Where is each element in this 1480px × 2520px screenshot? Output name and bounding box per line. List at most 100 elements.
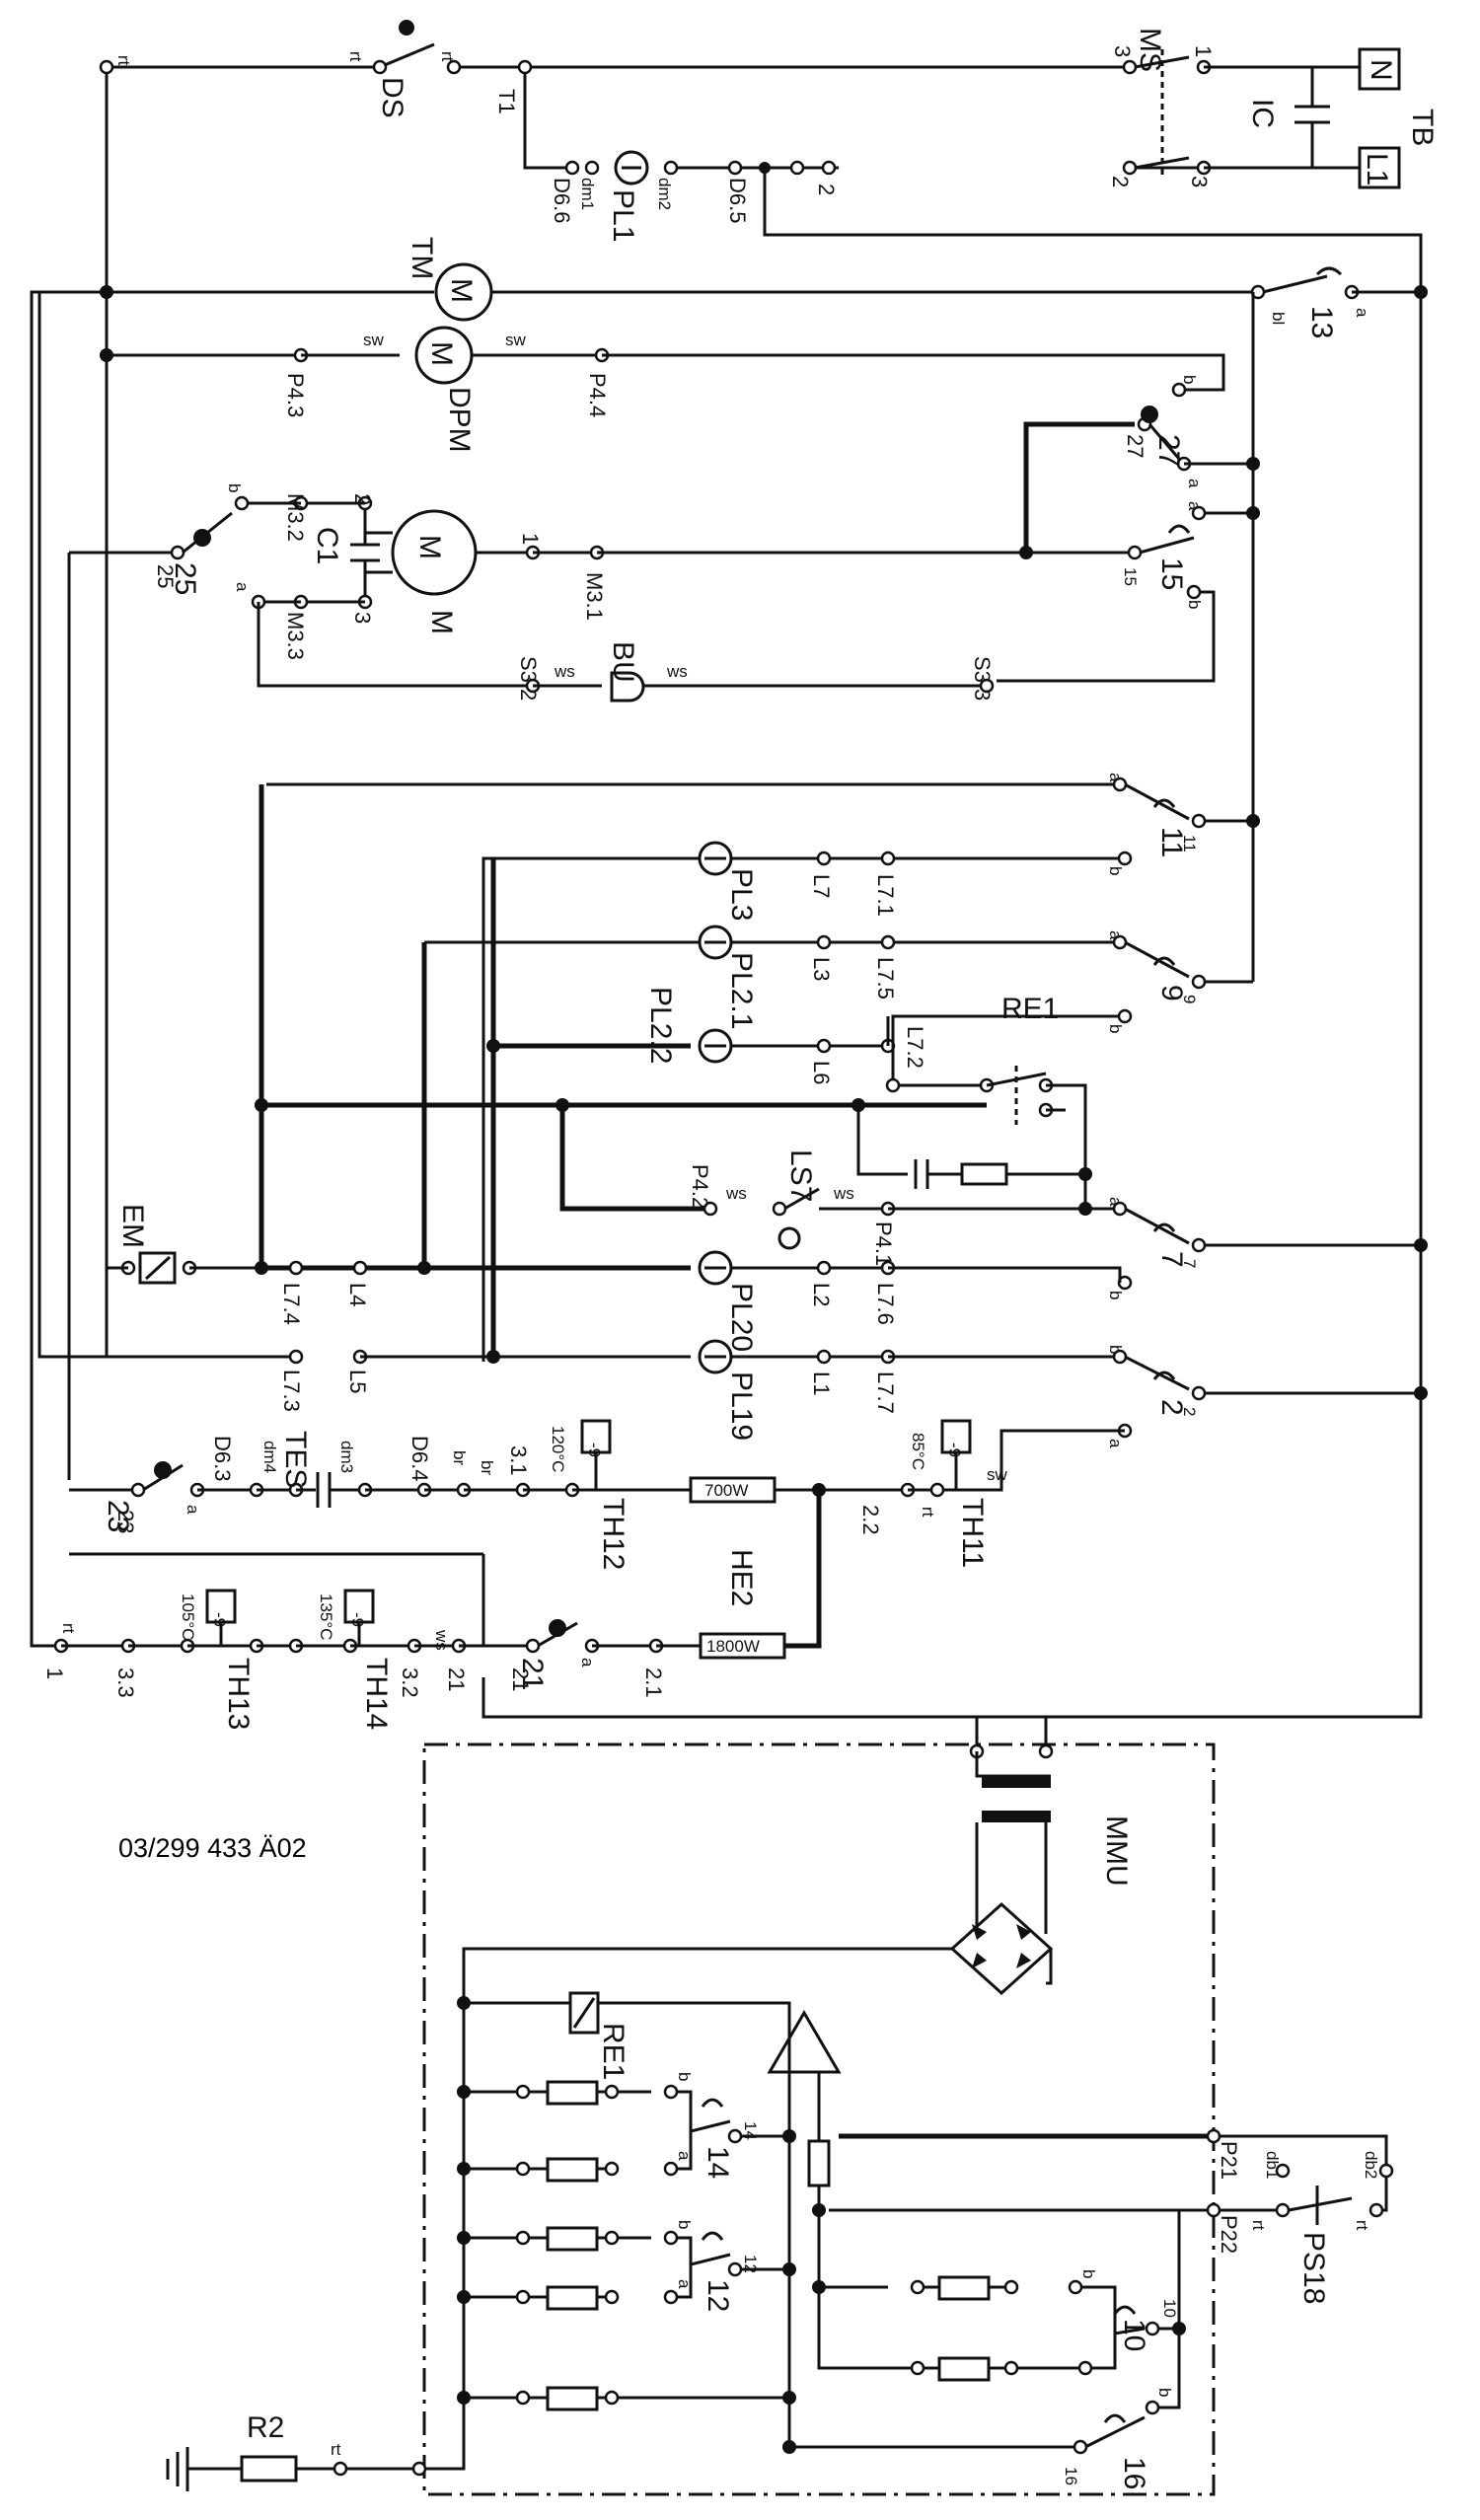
dm3-label: dm3 bbox=[337, 1441, 356, 1473]
dm1-label: dm1 bbox=[578, 178, 597, 210]
tes-label: TES bbox=[279, 1431, 312, 1488]
c2-b: b bbox=[1106, 1345, 1125, 1354]
r2-label: R2 bbox=[247, 2411, 284, 2444]
bu-label: BU bbox=[607, 641, 639, 683]
ms-t1-label: 1 bbox=[1191, 45, 1216, 57]
pl22-label: PL2.2 bbox=[644, 987, 677, 1064]
pilot-lamp-PL21: PL2.1 L3 L7.5 bbox=[698, 925, 898, 1029]
contact-9: 9 9 a b bbox=[424, 930, 1253, 1041]
svg-text:ws: ws bbox=[666, 662, 688, 681]
c25-pin: 25 bbox=[153, 564, 178, 588]
contact-14: 14 14 bbox=[677, 2090, 796, 2179]
c9-a: a bbox=[1106, 930, 1125, 940]
thermostat-TH13: -9 105°C TH13 bbox=[179, 1589, 255, 1730]
c10-pin: 10 bbox=[1160, 2299, 1179, 2318]
pl21-label: PL2.1 bbox=[725, 952, 758, 1029]
t32-label: 3.2 bbox=[398, 1668, 422, 1698]
ms-t3-label: 3 bbox=[1110, 45, 1135, 57]
r2-rt: rt bbox=[331, 2440, 341, 2459]
c21-a: a bbox=[578, 1658, 597, 1668]
contact-16: 16 16 b bbox=[782, 2329, 1181, 2489]
c2-a: a bbox=[1106, 1439, 1125, 1448]
c25-a: a bbox=[233, 582, 252, 592]
drain-pump-motor-DPM: M sw sw P4.3 P4.4 DPM b bbox=[100, 326, 1225, 453]
tb-label: TB bbox=[1406, 109, 1439, 146]
c13-a: a bbox=[1353, 308, 1371, 318]
ds-label: DS bbox=[376, 77, 408, 118]
c1-label: C1 bbox=[311, 527, 343, 564]
db1-label: db1 bbox=[1263, 2151, 1282, 2179]
c7-label: 7 bbox=[1155, 1251, 1188, 1268]
c9-label: 9 bbox=[1155, 985, 1188, 1001]
svg-text:-9: -9 bbox=[348, 1612, 367, 1627]
m31-label: M3.1 bbox=[582, 572, 607, 621]
ps18-label: PS18 bbox=[1297, 2232, 1330, 2304]
resistor-ladder: b a b a bbox=[457, 1996, 796, 2411]
c12-label: 12 bbox=[702, 2279, 734, 2312]
br-label: br bbox=[450, 1450, 469, 1465]
thermostat-TH11: -9 85°C TH11 sw rt bbox=[909, 1419, 1008, 1568]
em-label: EM bbox=[116, 1204, 149, 1248]
contact-12: 12 12 bbox=[677, 2231, 796, 2312]
c7-pin: 7 bbox=[1180, 1259, 1199, 1268]
heater-row-lower: 1800W 1 rt 3.3 3.2 ws 21 21 21 a 2.1 bbox=[42, 1552, 819, 1698]
c16-label: 16 bbox=[1118, 2457, 1150, 2489]
l3-label: L3 bbox=[809, 957, 834, 981]
relay-contact-RE1: RE1 bbox=[893, 993, 1115, 1174]
th11-label: TH11 bbox=[956, 1498, 989, 1568]
l5-label: L5 bbox=[345, 1370, 370, 1393]
l71-label: L7.1 bbox=[873, 874, 898, 917]
contact-27: 27 27 a bbox=[1023, 406, 1260, 557]
timer-motor-TM: M TM bbox=[39, 237, 1253, 322]
electromagnet-EM: EM bbox=[107, 1204, 268, 1285]
l6-label: L6 bbox=[809, 1061, 834, 1084]
c10-label: 10 bbox=[1118, 2319, 1150, 2351]
c13-bl: bl bbox=[1269, 312, 1288, 325]
pilot-lamp-PL20: L7.4 L4 PL20 L2 L7.6 bbox=[261, 1250, 1122, 1352]
pilot-lamp-PL3: PL3 L7 L7.1 bbox=[698, 841, 898, 921]
level-switch-LS7: ws ws P4.2 P4.1 LS7 bbox=[559, 1105, 1092, 1266]
c15-b: b bbox=[1185, 600, 1204, 609]
c21-label: 21 bbox=[516, 1658, 549, 1690]
svg-text:rt: rt bbox=[438, 51, 457, 62]
c12-pin: 12 bbox=[741, 2255, 760, 2273]
row-rt-label: rt bbox=[59, 1623, 78, 1634]
contact-2: 2 2 b a bbox=[937, 1345, 1428, 1492]
motor-label: M bbox=[425, 610, 458, 634]
pressure-switch-PS18: db1 db2 rt rt PS18 bbox=[1220, 2134, 1394, 2304]
l76-label: L7.6 bbox=[873, 1283, 898, 1325]
c27-a: a bbox=[1185, 479, 1204, 488]
br2-label: br bbox=[478, 1460, 496, 1475]
l2-label: L2 bbox=[809, 1283, 834, 1306]
pl3-label: PL3 bbox=[725, 868, 758, 921]
c7-a: a bbox=[1106, 1197, 1125, 1207]
res2-pin: a bbox=[675, 2151, 694, 2161]
c16-b: b bbox=[1155, 2388, 1174, 2397]
t21c-label: 2.1 bbox=[641, 1668, 666, 1698]
ls7-label: LS7 bbox=[784, 1149, 817, 1202]
c15-pin: 15 bbox=[1121, 567, 1140, 586]
svg-text:sw: sw bbox=[505, 331, 527, 349]
contact-10: 10 10 bbox=[1081, 2210, 1186, 2370]
c14-pin: 14 bbox=[741, 2121, 760, 2140]
t33-label: 3.3 bbox=[113, 1668, 138, 1698]
svg-text:-9: -9 bbox=[585, 1443, 604, 1457]
t1-label: T1 bbox=[494, 89, 519, 114]
res3-pin: b bbox=[675, 2220, 694, 2229]
p41-label: P4.1 bbox=[871, 1222, 896, 1266]
p44-label: P4.4 bbox=[585, 373, 610, 417]
th14-rating: 135°C bbox=[317, 1594, 335, 1640]
th13-rating: 105°C bbox=[179, 1594, 197, 1640]
c23-pin: 23 bbox=[113, 1510, 138, 1533]
tb-l1-label: L1 bbox=[1361, 153, 1393, 185]
c11-pin: 11 bbox=[1180, 835, 1199, 852]
re1-contact-label: RE1 bbox=[1001, 993, 1059, 1025]
l74-label: L7.4 bbox=[279, 1283, 304, 1325]
svg-text:sw: sw bbox=[363, 331, 385, 349]
row-t1-label: 1 bbox=[42, 1668, 67, 1679]
he-lower-rating: 1800W bbox=[706, 1637, 760, 1656]
pilot-lamp-PL19: L7.3 L5 PL19 L1 L7.7 bbox=[107, 1339, 1120, 1441]
c15-a: a bbox=[1185, 501, 1204, 511]
th11-rt: rt bbox=[919, 1507, 937, 1518]
